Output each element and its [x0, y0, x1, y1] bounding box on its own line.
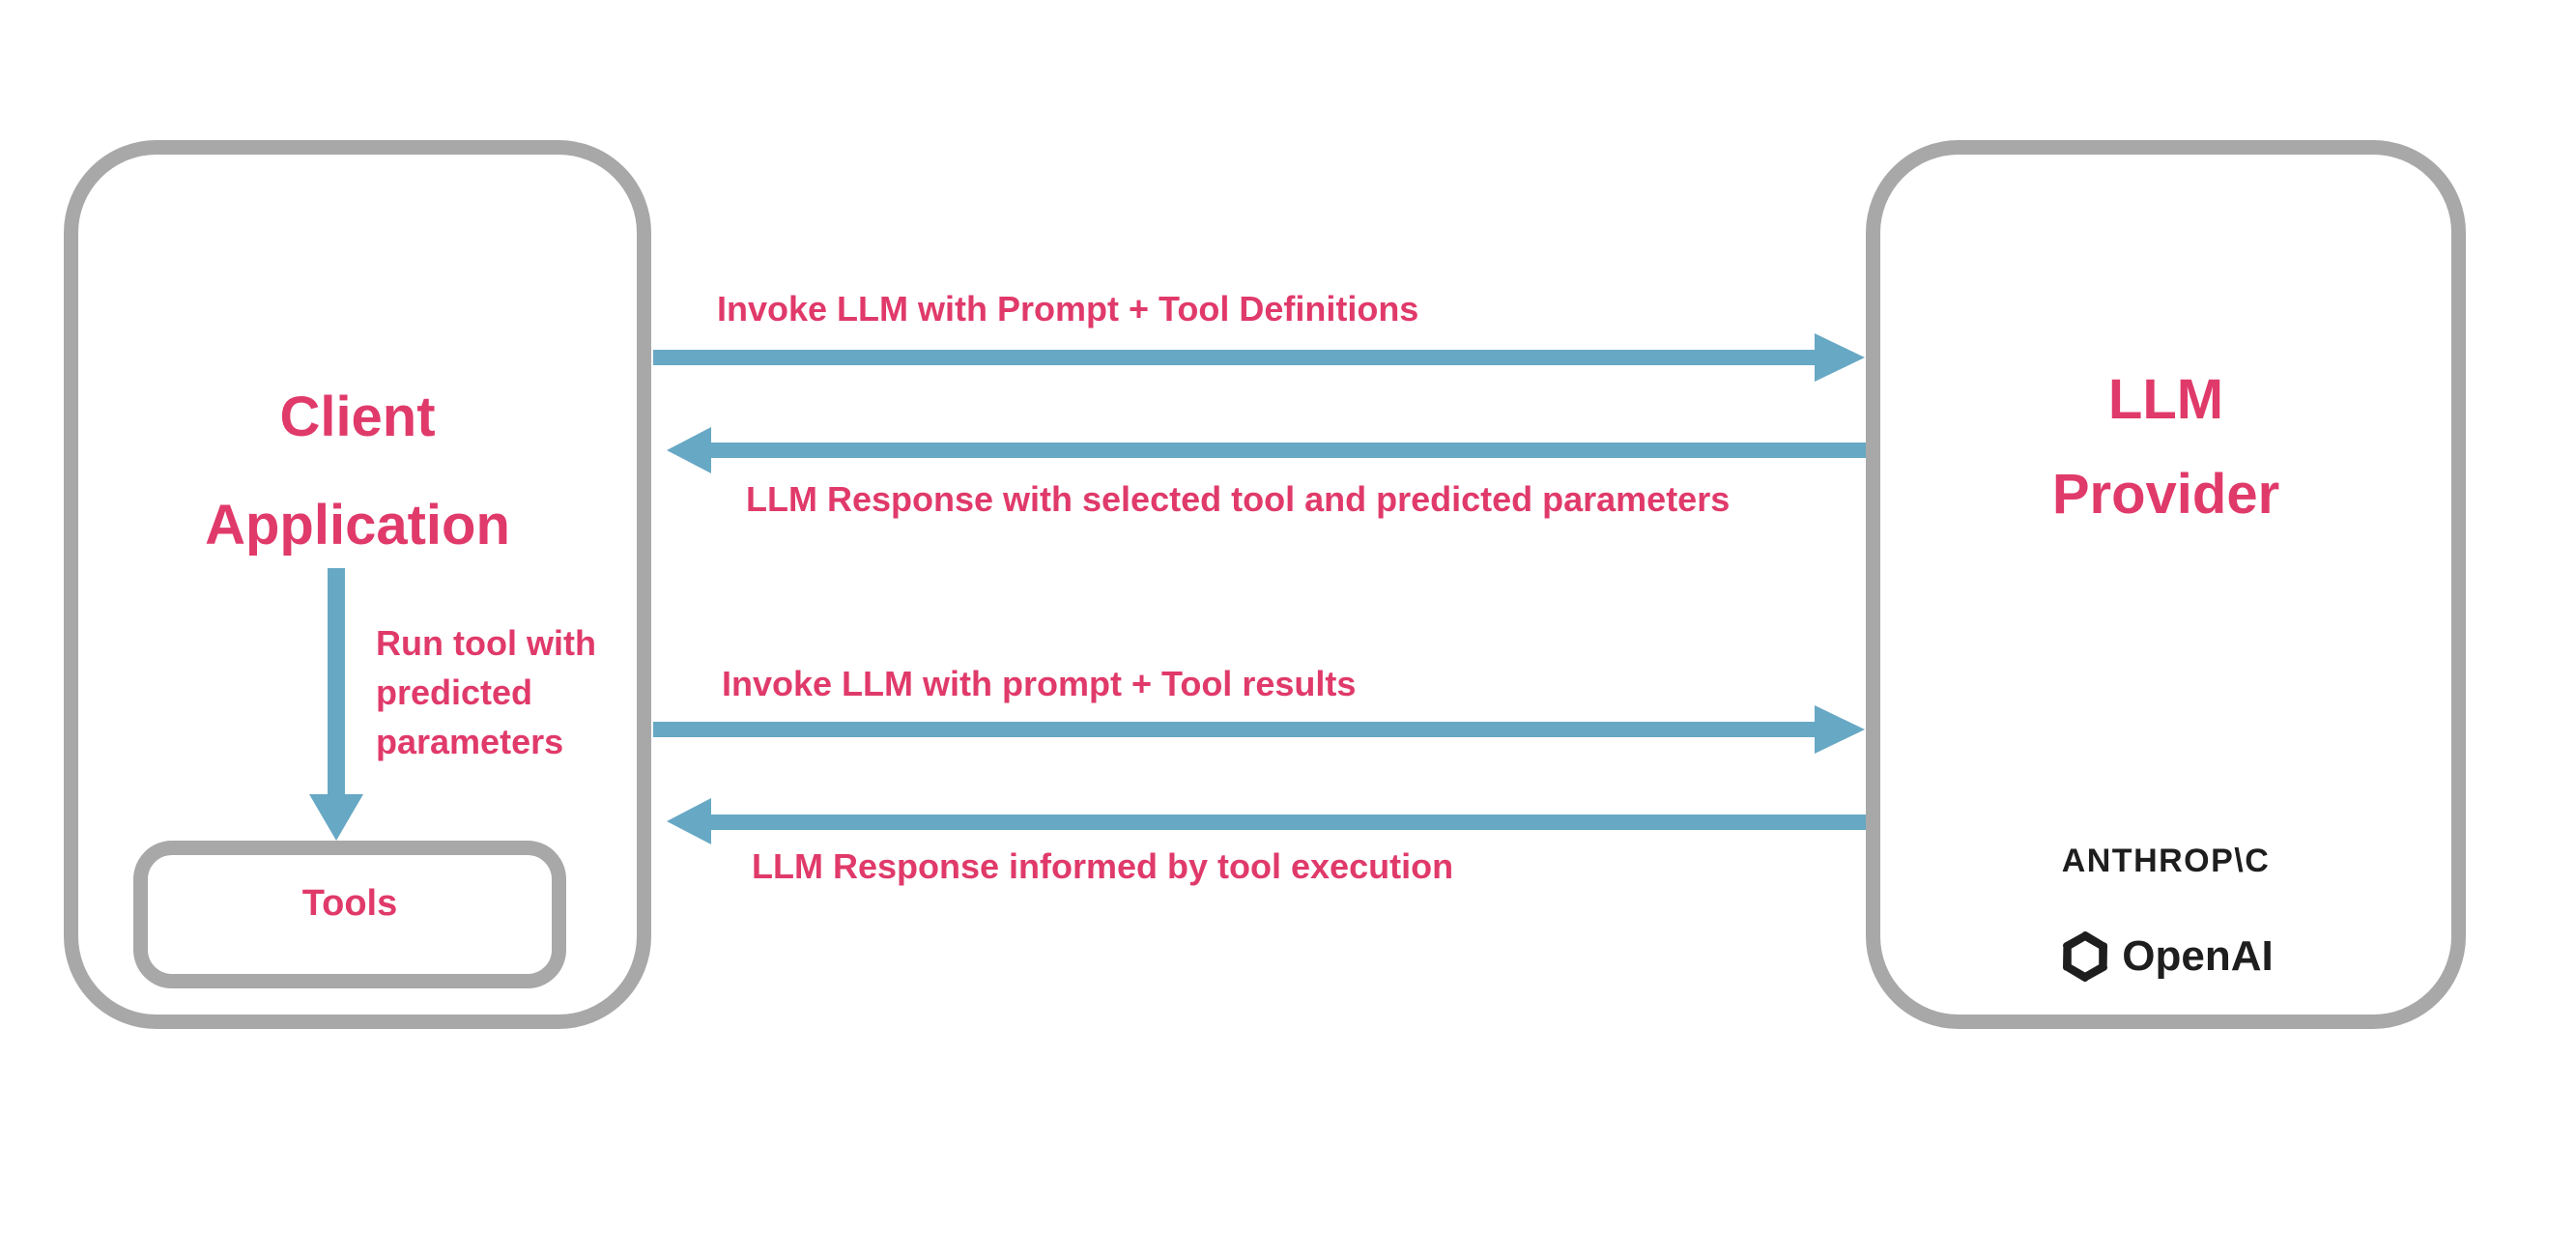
llm-response-selected-tool-label: LLM Response with selected tool and pred… — [746, 479, 1731, 519]
llm-response-selected-tool-arrow-shaft — [709, 443, 1866, 458]
invoke-with-results-arrow-head-right-icon — [1815, 705, 1865, 754]
llm-title-line1: LLM — [2107, 368, 2224, 431]
llm-response-selected-tool-arrow-head-left-icon — [667, 427, 711, 473]
invoke-with-results-arrow-shaft — [653, 722, 1815, 737]
tools-label: Tools — [301, 883, 398, 924]
client-application-title: Client Application — [64, 363, 651, 580]
client-title-line1: Client — [279, 386, 436, 448]
run-tool-arrow-head-down-icon — [309, 794, 363, 841]
openai-logo-text: OpenAI — [2122, 932, 2274, 980]
anthropic-logo: ANTHROP\C — [2061, 843, 2271, 879]
llm-response-informed-arrow-head-left-icon — [667, 798, 711, 844]
openai-flower-icon — [2063, 930, 2108, 983]
llm-response-informed-label: LLM Response informed by tool execution — [752, 846, 1454, 886]
openai-logo: OpenAI — [1866, 929, 2466, 984]
invoke-with-definitions-arrow-head-right-icon — [1815, 333, 1865, 382]
llm-title-line2: Provider — [2051, 463, 2280, 526]
run-tool-label: Run tool with predicted parameters — [376, 623, 596, 761]
llm-provider-box — [1866, 140, 2466, 1029]
invoke-with-definitions-arrow-shaft — [653, 350, 1815, 365]
llm-provider-title: LLM Provider — [1866, 353, 2466, 542]
tools-box — [133, 841, 566, 988]
llm-response-informed-arrow-shaft — [709, 815, 1866, 830]
run-tool-arrow-shaft — [328, 568, 345, 794]
invoke-with-results-label: Invoke LLM with prompt + Tool results — [722, 664, 1357, 703]
client-title-line2: Application — [205, 494, 510, 557]
invoke-with-definitions-label: Invoke LLM with Prompt + Tool Definition… — [717, 289, 1419, 329]
